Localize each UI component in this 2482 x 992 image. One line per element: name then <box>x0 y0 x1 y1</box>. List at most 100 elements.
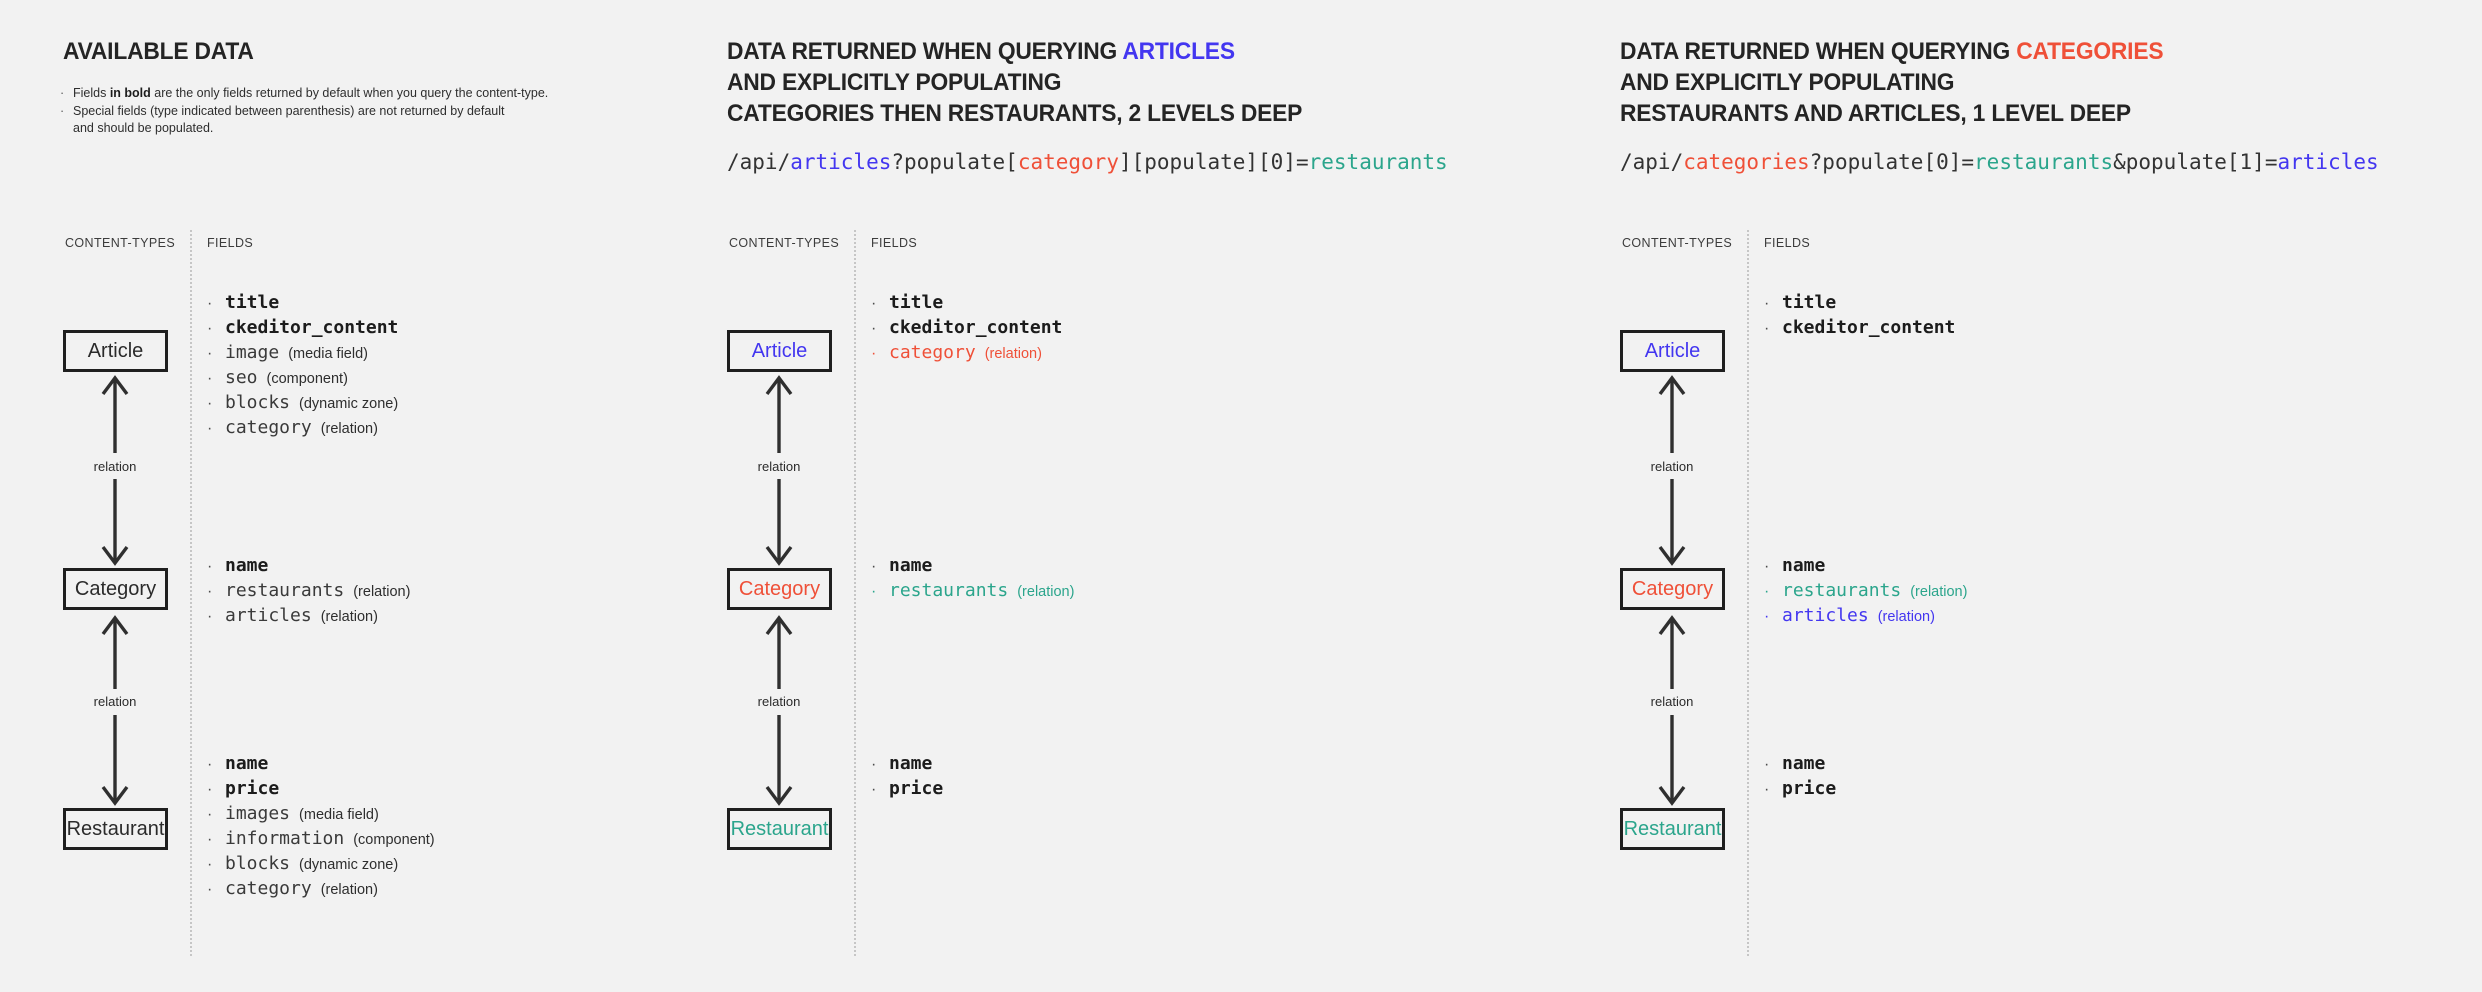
bullet-icon: · <box>1764 583 1770 600</box>
box-label: Restaurant <box>730 817 829 840</box>
title-line: CATEGORIES THEN RESTAURANTS, 2 LEVELS DE… <box>727 100 1303 127</box>
title-accent-articles: ARTICLES <box>1122 38 1235 65</box>
relation-arrow-icon <box>101 615 129 806</box>
column-query-categories: DATA RETURNED WHEN QUERYING CATEGORIES A… <box>1620 0 2379 992</box>
field-item: ·category(relation) <box>207 878 435 903</box>
bullet-icon: · <box>207 608 213 625</box>
code-part-category: category <box>1017 150 1119 174</box>
box-label: Category <box>738 577 821 600</box>
bullet-icon: · <box>871 558 877 575</box>
field-name: category <box>889 342 976 363</box>
field-item: ·blocks(dynamic zone) <box>207 392 407 417</box>
code-part-restaurants: restaurants <box>1308 150 1448 174</box>
box-label: Category <box>1631 577 1714 600</box>
content-type-box-article: Article <box>63 330 168 372</box>
note-text-part: are the only fields returned by default … <box>150 86 549 100</box>
field-item: ·price <box>207 778 435 803</box>
note-text-bold: in bold <box>109 86 151 100</box>
field-type: (relation) <box>1877 609 1935 625</box>
note-text: Special fields (type indicated between p… <box>73 103 505 118</box>
field-name: name <box>889 555 933 576</box>
relation-arrow-icon <box>1658 375 1686 566</box>
relation-label: relation <box>90 694 140 709</box>
dotted-divider <box>1747 230 1749 956</box>
content-type-box-article: Article <box>1620 330 1725 372</box>
field-type: (dynamic zone) <box>299 396 399 412</box>
field-item: ·name <box>1764 753 1845 778</box>
code-part-restaurants: restaurants <box>1974 150 2114 174</box>
field-item: ·restaurants(relation) <box>871 580 1074 605</box>
bullet-icon: · <box>207 295 213 312</box>
field-name: information <box>225 828 345 849</box>
dotted-divider <box>854 230 856 956</box>
box-label: Restaurant <box>1623 817 1722 840</box>
title-line: RESTAURANTS AND ARTICLES, 1 LEVEL DEEP <box>1620 100 2131 127</box>
field-type: (relation) <box>1017 584 1075 600</box>
bullet-icon: · <box>871 320 877 337</box>
code-part: /api/ <box>1620 150 1684 174</box>
code-part: /api/ <box>727 150 791 174</box>
field-item: · information (component) <box>207 828 435 853</box>
column-title: DATA RETURNED WHEN QUERYING ARTICLES AND… <box>727 36 1302 129</box>
field-type: (component) <box>353 832 435 848</box>
bullet-icon: · <box>60 103 65 118</box>
relation-label: relation <box>754 694 804 709</box>
note-text: Fields in bold are the only fields retur… <box>73 85 548 103</box>
bullet-icon: · <box>1764 320 1770 337</box>
field-type: (component) <box>266 371 348 387</box>
bullet-icon: · <box>207 370 213 387</box>
field-item: ·seo(component) <box>207 367 407 392</box>
field-item: ·title <box>1764 292 1964 317</box>
fields-list-restaurant: ·name ·price ·images(media field) ·infor… <box>207 753 435 903</box>
field-item: ·articles(relation) <box>1764 605 1967 630</box>
code-part-articles: articles <box>790 150 892 174</box>
content-types-header: CONTENT-TYPES <box>729 236 840 250</box>
bullet-icon: · <box>1764 295 1770 312</box>
fields-header: FIELDS <box>1764 236 1811 250</box>
field-name: restaurants <box>889 580 1009 601</box>
bullet-icon: · <box>207 806 213 823</box>
field-name: name <box>225 555 269 576</box>
note-item: · Fields in bold are the only fields ret… <box>60 85 548 103</box>
field-type: (relation) <box>353 584 411 600</box>
field-item: ·name <box>207 555 410 580</box>
field-name: title <box>889 292 944 313</box>
content-type-box-category: Category <box>63 568 168 610</box>
field-type: (relation) <box>320 882 378 898</box>
field-name: blocks <box>225 853 291 874</box>
code-part: ?populate[ <box>891 150 1018 174</box>
field-item: ·restaurants(relation) <box>207 580 410 605</box>
box-label: Article <box>751 339 808 362</box>
field-type: (media field) <box>288 346 368 362</box>
relation-label: relation <box>1647 459 1697 474</box>
box-label: Article <box>1644 339 1701 362</box>
field-name: image <box>225 342 280 363</box>
field-item: ·category(relation) <box>871 342 1071 367</box>
api-query-code: /api/categories?populate[0]=restaurants&… <box>1620 150 2379 174</box>
field-item: ·ckeditor_content <box>1764 317 1964 342</box>
fields-list-restaurant: ·name ·price <box>1764 753 1845 803</box>
api-query-code: /api/articles?populate[category][populat… <box>727 150 1448 174</box>
title-line: AND EXPLICITLY POPULATING <box>727 69 1062 96</box>
field-name: price <box>889 778 944 799</box>
bullet-spacer <box>60 120 73 138</box>
field-type: (dynamic zone) <box>299 857 399 873</box>
fields-list-restaurant: ·name ·price <box>871 753 952 803</box>
note-text: and should be populated. <box>73 121 214 135</box>
field-name: ckeditor_content <box>889 317 1063 338</box>
relation-label: relation <box>754 459 804 474</box>
field-item: ·name <box>1764 555 1967 580</box>
bullet-icon: · <box>207 320 213 337</box>
content-type-box-article: Article <box>727 330 832 372</box>
field-name: name <box>889 753 933 774</box>
note-text-part: Fields <box>73 86 110 100</box>
notes-list: · Fields in bold are the only fields ret… <box>60 85 548 138</box>
bullet-icon: · <box>207 831 213 848</box>
box-label: Restaurant <box>66 817 165 840</box>
field-name: name <box>1782 753 1826 774</box>
field-name: title <box>225 292 280 313</box>
bullet-icon: · <box>1764 608 1770 625</box>
bullet-icon: · <box>207 395 213 412</box>
bullet-icon: · <box>207 781 213 798</box>
field-name: articles <box>225 605 312 626</box>
